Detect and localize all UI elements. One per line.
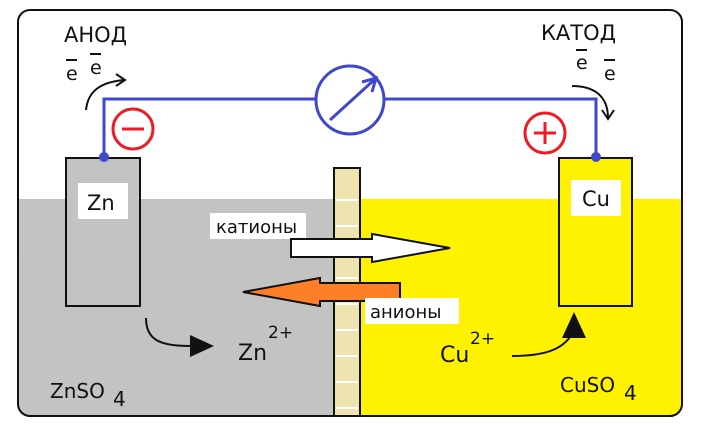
anions-label: анионы bbox=[365, 298, 459, 324]
copper-ion-arrow bbox=[511, 312, 586, 357]
copper-ion-label: Cu 2+ bbox=[440, 329, 495, 368]
anode-label: АНОД bbox=[64, 23, 127, 47]
svg-text:e: e bbox=[576, 52, 588, 74]
zinc-ion-arrow bbox=[145, 317, 214, 357]
anode-metal-label: Zn bbox=[78, 183, 128, 219]
zinc-electrode bbox=[65, 157, 141, 307]
svg-text:ZnSO: ZnSO bbox=[50, 379, 105, 403]
electron-flow-in-arrow bbox=[571, 85, 615, 121]
svg-text:4: 4 bbox=[624, 381, 637, 405]
svg-text:2+: 2+ bbox=[470, 329, 495, 349]
minus-circle-icon bbox=[111, 107, 155, 151]
svg-text:катионы: катионы bbox=[216, 217, 297, 238]
cathode-electrons: e e bbox=[576, 49, 616, 85]
svg-text:анионы: анионы bbox=[370, 302, 442, 323]
svg-text:e: e bbox=[90, 57, 102, 79]
svg-text:CuSO: CuSO bbox=[560, 373, 615, 397]
svg-text:Zn: Zn bbox=[238, 341, 267, 366]
cuso4-formula: CuSO 4 bbox=[560, 373, 637, 405]
cathode-metal-label: Cu bbox=[571, 180, 621, 216]
zinc-ion-label: Zn 2+ bbox=[238, 323, 293, 366]
znso4-formula: ZnSO 4 bbox=[50, 379, 126, 411]
cathode-contact bbox=[591, 152, 601, 162]
svg-text:Zn: Zn bbox=[87, 191, 115, 215]
cathode-label: КАТОД bbox=[541, 21, 616, 45]
svg-text:e: e bbox=[66, 63, 78, 85]
svg-text:4: 4 bbox=[113, 387, 126, 411]
svg-text:2+: 2+ bbox=[268, 323, 293, 343]
svg-text:Cu: Cu bbox=[582, 187, 610, 211]
cations-label: катионы bbox=[210, 213, 306, 239]
plus-circle-icon bbox=[523, 111, 567, 155]
svg-text:e: e bbox=[604, 63, 616, 85]
anode-contact bbox=[99, 152, 109, 162]
cation-flow-arrow bbox=[290, 232, 451, 264]
anode-electrons: e e bbox=[66, 53, 102, 85]
svg-text:Cu: Cu bbox=[440, 343, 469, 368]
galvanometer-icon bbox=[314, 64, 386, 136]
electron-flow-out-arrow bbox=[85, 73, 127, 111]
